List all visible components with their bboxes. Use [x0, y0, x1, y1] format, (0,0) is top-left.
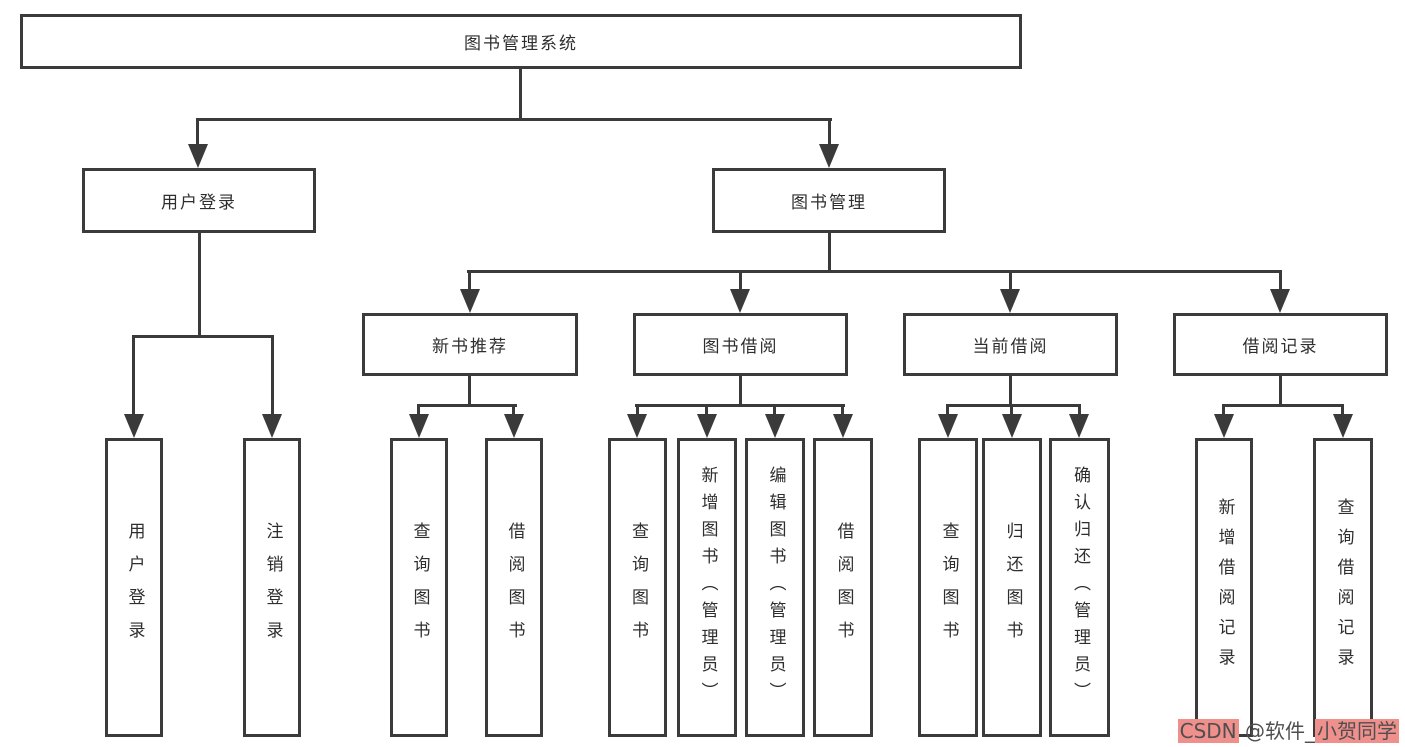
leaf-confirm-return-admin: 确认归还（管理员）	[1049, 438, 1110, 737]
node-book-management-label: 图书管理	[791, 193, 867, 213]
connector-current-stem	[1009, 270, 1012, 292]
connector-login-leaf1-stem	[132, 335, 135, 417]
watermark-handle: @软件_	[1238, 719, 1315, 743]
connector-newbook-bar	[417, 404, 517, 407]
arrowhead-current	[1000, 289, 1020, 313]
connector-borrow-stem	[739, 270, 742, 292]
connector-root-bar	[196, 118, 832, 121]
connector-borrow-leaf3-stem	[773, 404, 776, 418]
arrowhead-records	[1270, 289, 1290, 313]
arrowhead-current-leaf3	[1069, 414, 1089, 438]
arrowhead-book-mgmt	[819, 144, 839, 168]
arrowhead-borrow-leaf3	[765, 414, 785, 438]
leaf-query-books-recommend: 查询图书	[390, 438, 448, 737]
connector-user-login-stem	[196, 118, 199, 148]
connector-borrow-bar	[635, 404, 845, 407]
arrowhead-borrow-leaf2	[697, 414, 717, 438]
connector-records-leaf1-stem	[1222, 404, 1225, 418]
arrowhead-current-leaf1	[938, 414, 958, 438]
connector-current-leaf1-stem	[946, 404, 949, 418]
node-root: 图书管理系统	[20, 14, 1022, 69]
leaf-query-books-recommend-label: 查询图书	[409, 521, 430, 654]
connector-records-trunk	[1279, 376, 1282, 407]
leaf-add-books-admin: 新增图书（管理员）	[677, 438, 737, 737]
arrowhead-current-leaf2	[1002, 414, 1022, 438]
node-borrow-records-label: 借阅记录	[1242, 337, 1319, 357]
connector-mgmt-bar	[467, 270, 1282, 273]
connector-records-stem	[1279, 270, 1282, 292]
arrowhead-user-login-leaf	[124, 414, 144, 438]
leaf-query-books-borrow-label: 查询图书	[628, 521, 648, 654]
arrowhead-borrow-leaf1	[627, 414, 647, 438]
arrowhead-user-login	[188, 144, 208, 168]
leaf-return-books: 归还图书	[982, 438, 1042, 737]
arrowhead-records-leaf2	[1333, 414, 1353, 438]
leaf-query-books-borrow: 查询图书	[608, 438, 667, 737]
leaf-add-borrow-record: 新增借阅记录	[1195, 438, 1253, 737]
connector-newbook-stem	[468, 270, 471, 292]
connector-borrow-leaf4-stem	[841, 404, 844, 418]
arrowhead-borrow-leaf4	[833, 414, 853, 438]
node-current-borrow-label: 当前借阅	[972, 337, 1049, 357]
leaf-borrow-books-label: 借阅图书	[833, 521, 854, 654]
arrowhead-logout-leaf	[262, 414, 282, 438]
node-current-borrow: 当前借阅	[903, 313, 1118, 376]
node-new-book-recommend-label: 新书推荐	[432, 337, 508, 357]
leaf-borrow-books-recommend-label: 借阅图书	[504, 521, 525, 654]
connector-borrow-leaf2-stem	[705, 404, 708, 418]
leaf-add-books-admin-label: 新增图书（管理员）	[697, 466, 718, 709]
arrowhead-records-leaf1	[1214, 414, 1234, 438]
connector-login-trunk	[198, 233, 201, 338]
connector-root-stem	[519, 69, 522, 118]
node-root-label: 图书管理系统	[464, 34, 578, 54]
arrowhead-newbook	[460, 289, 480, 313]
arrowhead-borrow	[730, 289, 750, 313]
leaf-borrow-books-recommend: 借阅图书	[485, 438, 543, 737]
arrowhead-newbook-leaf2	[504, 414, 524, 438]
leaf-logout-label: 注销登录	[262, 521, 283, 654]
watermark-username: 小贺同学	[1315, 719, 1399, 743]
connector-newbook-trunk	[468, 376, 471, 407]
node-book-borrow-label: 图书借阅	[702, 337, 779, 357]
node-book-management: 图书管理	[712, 168, 946, 233]
connector-current-bar	[946, 404, 1081, 407]
leaf-borrow-books: 借阅图书	[813, 438, 873, 737]
leaf-confirm-return-admin-label: 确认归还（管理员）	[1070, 466, 1090, 709]
node-user-login-label: 用户登录	[161, 193, 237, 213]
leaf-edit-books-admin: 编辑图书（管理员）	[745, 438, 805, 737]
connector-login-leaf2-stem	[271, 335, 274, 417]
node-book-borrow: 图书借阅	[633, 313, 848, 376]
connector-records-bar	[1222, 404, 1344, 407]
connector-book-mgmt-stem	[828, 118, 831, 148]
connector-current-leaf3-stem	[1078, 404, 1081, 418]
connector-current-trunk	[1009, 376, 1012, 407]
leaf-query-books-current-label: 查询图书	[938, 521, 959, 654]
connector-borrow-leaf1-stem	[636, 404, 639, 418]
watermark-csdn: CSDN	[1177, 719, 1239, 743]
connector-newbook-leaf1-stem	[417, 404, 420, 418]
connector-current-leaf2-stem	[1010, 404, 1013, 418]
node-user-login: 用户登录	[82, 168, 316, 233]
connector-records-leaf2-stem	[1341, 404, 1344, 418]
leaf-add-borrow-record-label: 新增借阅记录	[1214, 497, 1235, 678]
leaf-query-borrow-record: 查询借阅记录	[1313, 438, 1373, 737]
leaf-query-books-current: 查询图书	[918, 438, 978, 737]
leaf-user-login: 用户登录	[105, 438, 163, 737]
connector-borrow-trunk	[739, 376, 742, 407]
leaf-logout: 注销登录	[243, 438, 301, 737]
leaf-return-books-label: 归还图书	[1002, 521, 1023, 654]
watermark: CSDN @软件_小贺同学	[1177, 715, 1399, 744]
leaf-edit-books-admin-label: 编辑图书（管理员）	[765, 466, 786, 709]
leaf-query-borrow-record-label: 查询借阅记录	[1333, 497, 1354, 678]
connector-login-bar	[132, 335, 274, 338]
connector-newbook-leaf2-stem	[512, 404, 515, 418]
arrowhead-newbook-leaf1	[409, 414, 429, 438]
connector-mgmt-trunk	[828, 233, 831, 273]
leaf-user-login-label: 用户登录	[124, 521, 145, 654]
node-new-book-recommend: 新书推荐	[362, 313, 578, 376]
node-borrow-records: 借阅记录	[1173, 313, 1388, 376]
